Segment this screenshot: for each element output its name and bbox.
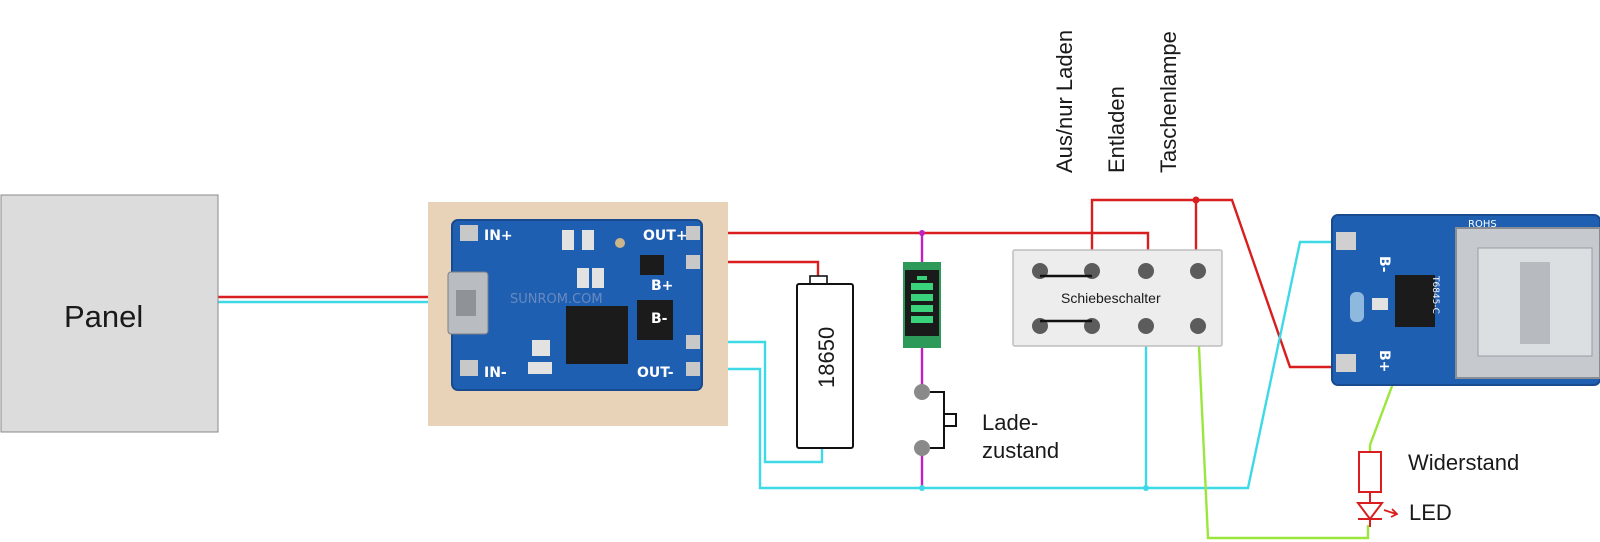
switch-label: Schiebeschalter [1061, 290, 1161, 306]
switch-pin-t3 [1138, 263, 1154, 279]
usb-a-tongue [1520, 262, 1550, 344]
charger-watermark: SUNROM.COM [510, 292, 603, 307]
boost-label-b-plus: B+ [1376, 350, 1392, 372]
battery-18650: 18650 [796, 275, 854, 449]
indicator-tip [917, 276, 927, 280]
resistor-label: Widerstand [1408, 450, 1519, 475]
smd-4 [592, 268, 604, 288]
battery-label: 18650 [814, 327, 839, 388]
button-contact-top [914, 384, 930, 400]
pad-b-minus [686, 335, 700, 349]
label-out-minus: OUT- [637, 365, 674, 381]
indicator-bar-3 [911, 305, 933, 312]
panel-label: Panel [64, 299, 143, 334]
mosfet-small [640, 255, 664, 275]
indicator-bar-2 [911, 294, 933, 301]
wire-bplus-battery [700, 260, 820, 276]
boost-rohs: ROHS [1468, 219, 1497, 230]
pad-out-plus [686, 226, 700, 240]
battery-body [796, 283, 854, 449]
indicator-display [905, 270, 939, 336]
button-label-line2: zustand [982, 438, 1059, 463]
junction-switch-bus [1143, 485, 1149, 491]
push-button: Lade- zustand [914, 384, 1059, 491]
indicator-bar-1 [911, 283, 933, 290]
button-contact-bottom [914, 440, 930, 456]
button-symbol [930, 391, 957, 449]
pcb-hole [615, 238, 625, 248]
label-out-plus: OUT+ [643, 228, 688, 244]
switch-pin-b4 [1190, 318, 1206, 334]
panel-box [0, 194, 219, 433]
boost-pad-minus [1336, 232, 1356, 250]
protect-ic [637, 300, 673, 340]
switch-position-1: Aus/nur Laden [1052, 30, 1077, 173]
charge-indicator [903, 230, 941, 348]
boost-ic [1395, 275, 1435, 327]
junction-top [919, 230, 925, 236]
battery-terminal [809, 275, 828, 285]
pad-b-plus [686, 255, 700, 269]
smd-2 [582, 230, 594, 250]
wire-bminus-battery [700, 340, 824, 464]
boost-chip-text: T6845-C [1430, 275, 1440, 314]
label-b-minus: B- [651, 311, 668, 327]
pad-in-plus [460, 225, 478, 241]
wire-outminus-bus [700, 240, 1343, 490]
button-label-line1: Lade- [982, 410, 1038, 435]
switch-pin-t4 [1190, 263, 1206, 279]
boost-inductor [1350, 292, 1364, 322]
wire-switch-top [1090, 198, 1343, 369]
slide-switch: Schiebeschalter Aus/nur Laden Entladen T… [1012, 30, 1223, 491]
label-in-plus: IN+ [484, 228, 513, 244]
pad-out-minus [686, 362, 700, 376]
boost-label-b-minus: B- [1376, 256, 1392, 273]
switch-position-3: Taschenlampe [1156, 31, 1181, 173]
indicator-bar-4 [911, 316, 933, 323]
charger-module: IN+ IN- OUT+ B+ B- OUT- SUNROM.COM [428, 202, 728, 426]
wire-led-switch [1196, 325, 1370, 540]
resistor-body [1358, 451, 1382, 493]
micro-usb-slot [456, 290, 476, 316]
switch-position-2: Entladen [1104, 86, 1129, 173]
pad-in-minus [460, 360, 478, 376]
switch-pin-b3 [1138, 318, 1154, 334]
led-label: LED [1409, 500, 1452, 525]
led-emission-arrow [1383, 508, 1399, 518]
smd-5 [532, 340, 550, 356]
led-symbol [1356, 502, 1384, 521]
charger-ic [566, 306, 628, 364]
boost-module: B- B+ ROHS T6845-C [1331, 214, 1600, 386]
label-in-minus: IN- [484, 365, 507, 381]
smd-6 [528, 362, 552, 374]
junction-bottom [919, 485, 925, 491]
label-b-plus: B+ [651, 278, 673, 294]
boost-pad-plus [1336, 354, 1356, 372]
resistor-led: Widerstand LED [1356, 445, 1519, 527]
smd-1 [562, 230, 574, 250]
junction-red-top [1192, 196, 1200, 204]
smd-3 [577, 268, 589, 288]
solar-panel: Panel [0, 194, 219, 433]
boost-led-pad [1372, 298, 1388, 310]
